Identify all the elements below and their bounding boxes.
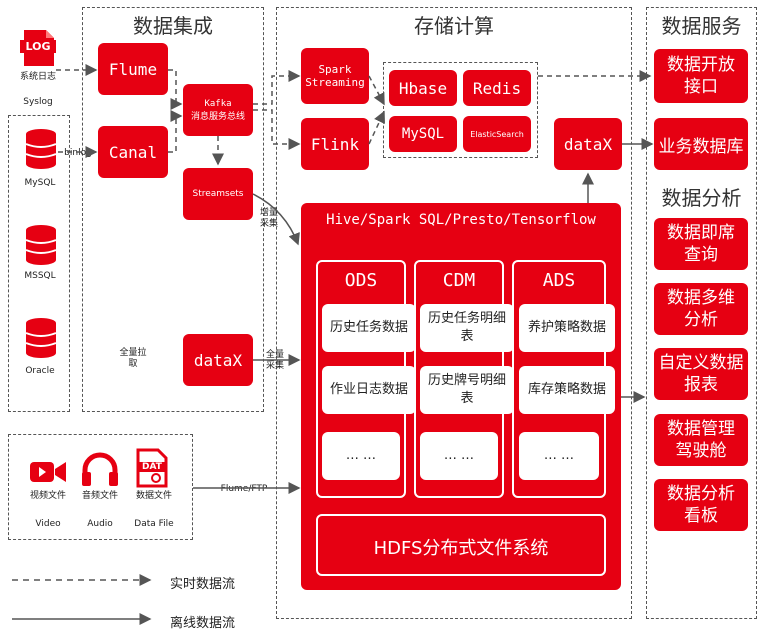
storage-frame: [276, 7, 632, 619]
datax-integration-box[interactable]: dataX: [183, 334, 253, 386]
hdfs-lane: [316, 514, 606, 576]
canal-box[interactable]: Canal: [98, 126, 168, 178]
video-en: Video: [35, 519, 61, 529]
service-title: 数据服务: [661, 14, 742, 38]
full-collect-label: 全量采集: [265, 350, 284, 371]
binlog-label: binlog: [64, 148, 92, 158]
full-pull-label: 全量拉取: [119, 348, 147, 369]
datax-storage-box[interactable]: dataX: [554, 118, 622, 170]
datafile-en: Data File: [134, 519, 174, 529]
incremental-label: 增量采集: [259, 208, 278, 229]
oracle-db-icon: [25, 317, 57, 359]
log-icon-text: LOG: [20, 40, 56, 53]
legend-realtime-label: 实时数据流: [170, 577, 236, 592]
streamsets-box[interactable]: Streamsets: [183, 168, 253, 220]
media-frame: [8, 434, 193, 540]
storage-title: 存储计算: [414, 14, 494, 38]
cdm-title: CDM: [442, 270, 476, 291]
ads-item: … …: [519, 432, 599, 480]
legend-offline-label: 离线数据流: [170, 616, 236, 631]
flume-box[interactable]: Flume: [98, 43, 168, 95]
hbase-box[interactable]: Hbase: [389, 70, 457, 106]
video-icon: [28, 457, 68, 487]
cache-frame: [383, 62, 538, 158]
analysis-item[interactable]: 自定义数据报表: [654, 348, 748, 400]
kafka-sub-label: 消息服务总线: [190, 111, 245, 122]
video-label: 视频文件: [29, 491, 66, 501]
service-frame: [646, 7, 757, 619]
ods-title: ODS: [344, 270, 378, 291]
ads-item: 库存策略数据: [519, 366, 615, 414]
dat-file-icon: DAT: [136, 448, 168, 488]
flink-box[interactable]: Flink: [301, 118, 369, 170]
cdm-item: … …: [420, 432, 498, 480]
mysql-source-label: MySQL: [24, 178, 56, 188]
analysis-item[interactable]: 数据即席查询: [654, 218, 748, 270]
ods-item: 作业日志数据: [322, 366, 416, 414]
sources-frame: [8, 115, 70, 412]
log-file-icon: LOG: [20, 28, 56, 68]
syslog-en: Syslog: [23, 97, 53, 107]
elasticsearch-box[interactable]: ElasticSearch: [463, 116, 531, 152]
spark-streaming-box[interactable]: Spark Streaming: [301, 48, 369, 104]
kafka-label: Kafka: [204, 98, 232, 109]
kafka-box[interactable]: Kafka 消息服务总线: [183, 84, 253, 136]
datafile-label: 数据文件: [135, 491, 172, 501]
analysis-item[interactable]: 数据管理驾驶舱: [654, 414, 748, 466]
service-open-api[interactable]: 数据开放接口: [654, 49, 748, 103]
service-business-db[interactable]: 业务数据库: [654, 118, 748, 170]
mysql-db-icon: [25, 128, 57, 170]
oracle-source-label: Oracle: [25, 366, 55, 376]
ods-item: 历史任务数据: [322, 304, 416, 352]
syslog-label: 系统日志: [19, 72, 56, 82]
flume-ftp-label: Flume/FTP: [220, 484, 268, 494]
hdfs-label: HDFS分布式文件系统: [373, 538, 549, 559]
analysis-title: 数据分析: [661, 186, 742, 210]
integration-title: 数据集成: [133, 14, 213, 38]
cdm-item: 历史牌号明细表: [420, 366, 514, 414]
analysis-item[interactable]: 数据多维分析: [654, 283, 748, 335]
mssql-source-label: MSSQL: [24, 271, 56, 281]
ads-title: ADS: [542, 270, 576, 291]
integration-frame: [82, 7, 264, 412]
analysis-item[interactable]: 数据分析看板: [654, 479, 748, 531]
cdm-item: 历史任务明细表: [420, 304, 514, 352]
audio-en: Audio: [87, 519, 113, 529]
redis-box[interactable]: Redis: [463, 70, 531, 106]
dat-icon-text: DAT: [142, 462, 162, 472]
ads-item: 养护策略数据: [519, 304, 615, 352]
warehouse-title: Hive/Spark SQL/Presto/Tensorflow: [326, 212, 596, 228]
audio-label: 音频文件: [81, 491, 118, 501]
headphones-icon: [80, 452, 120, 488]
ods-item: … …: [322, 432, 400, 480]
mssql-db-icon: [25, 224, 57, 266]
mysql-store-box[interactable]: MySQL: [389, 116, 457, 152]
